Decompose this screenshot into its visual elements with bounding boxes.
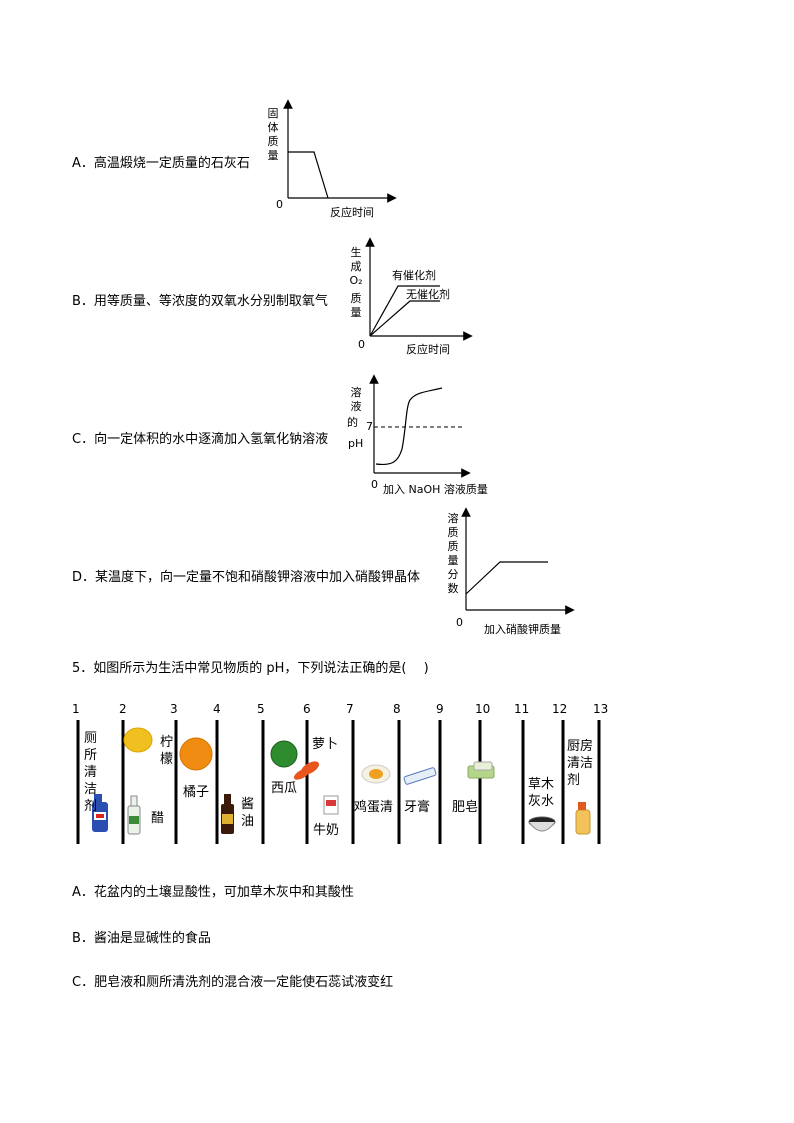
graph-a-y-label: 固体质量 — [267, 107, 279, 162]
option-a-text: A．高温煅烧一定质量的石灰石 — [72, 156, 250, 171]
vinegar-icon — [127, 795, 141, 835]
ph-9: 9 — [436, 702, 444, 716]
graph-a-x-label: 反应时间 — [330, 206, 374, 219]
graph-c — [369, 374, 471, 478]
ph-10: 10 — [475, 702, 491, 716]
graph-b-y-label-2: O₂ — [349, 274, 363, 287]
question-5-text: 5．如图所示为生活中常见物质的 pH，下列说法正确的是( ) — [72, 661, 429, 676]
ash-water-label: 草木灰水 — [528, 777, 555, 809]
toothpaste-label: 牙膏 — [404, 800, 431, 815]
graph-b-line2-label: 无催化剂 — [406, 288, 450, 301]
ash-water-icon — [528, 816, 556, 832]
graph-c-origin: 0 — [371, 478, 378, 491]
ph-5: 5 — [257, 702, 265, 716]
milk-icon — [323, 795, 339, 815]
graph-a-origin: 0 — [276, 198, 283, 211]
graph-d-origin: 0 — [456, 616, 463, 629]
ph-3: 3 — [170, 702, 178, 716]
egg-white-label: 鸡蛋清 — [354, 800, 394, 815]
graph-d — [461, 507, 575, 615]
option-b-text: B．用等质量、等浓度的双氧水分别制取氧气 — [72, 294, 328, 309]
toilet-cleaner-label: 厕所清洁剂 — [84, 731, 98, 814]
option-d-text: D．某温度下，向一定量不饱和硝酸钾溶液中加入硝酸钾晶体 — [72, 570, 421, 585]
graph-b-line-no-catalyst — [369, 300, 440, 337]
graph-b-line-catalyst — [369, 285, 440, 337]
toilet-cleaner-icon — [92, 794, 108, 832]
ph-7: 7 — [346, 702, 354, 716]
orange-label: 橘子 — [183, 785, 210, 800]
orange-icon — [179, 737, 213, 771]
ph-6: 6 — [303, 702, 311, 716]
graph-c-y-label-2: 的 — [347, 416, 358, 429]
ph-11: 11 — [514, 702, 530, 716]
graph-b-y-label-1: 生成 — [350, 246, 362, 273]
graph-b-origin: 0 — [358, 338, 365, 351]
watermelon-icon — [270, 740, 298, 768]
kitchen-cleaner-icon — [575, 802, 591, 835]
ph-4: 4 — [213, 702, 221, 716]
lemon-icon — [123, 727, 153, 753]
graph-d-curve — [465, 561, 548, 595]
graph-b-line1-label: 有催化剂 — [392, 269, 436, 282]
graph-d-x-label: 加入硝酸钾质量 — [484, 623, 561, 636]
milk-label: 牛奶 — [313, 823, 340, 838]
ph-2: 2 — [119, 702, 127, 716]
ph-12: 12 — [552, 702, 568, 716]
kitchen-cleaner-label: 厨房清洁剂 — [567, 739, 594, 788]
graph-b-y-label-3: 质量 — [350, 292, 362, 319]
ph-13: 13 — [593, 702, 609, 716]
carrot-icon — [293, 761, 320, 780]
carrot-label: 萝卜 — [312, 737, 339, 752]
soap-label: 肥皂 — [452, 800, 479, 815]
answer-c-text: C．肥皂液和厕所清洗剂的混合液一定能使石蕊试液变红 — [72, 975, 394, 990]
answer-a-text: A．花盆内的土壤显酸性，可加草木灰中和其酸性 — [72, 885, 354, 900]
graph-b-x-label: 反应时间 — [406, 343, 450, 356]
option-c-text: C．向一定体积的水中逐滴加入氢氧化钠溶液 — [72, 432, 329, 447]
graph-c-y-label-3: pH — [348, 437, 364, 450]
lemon-label: 柠檬 — [160, 735, 174, 767]
graph-c-curve — [375, 387, 443, 466]
graph-b — [365, 237, 473, 341]
watermelon-label: 西瓜 — [271, 781, 298, 796]
graph-a-curve — [288, 151, 329, 199]
graph-a — [283, 99, 397, 203]
graph-d-y-label: 溶质质量分数 — [447, 512, 459, 595]
soy-sauce-icon — [221, 794, 234, 834]
ph-8: 8 — [393, 702, 401, 716]
ph-chart-dividers — [76, 720, 601, 844]
graph-c-y-label-1: 溶液 — [350, 386, 362, 413]
toothpaste-icon — [403, 767, 437, 785]
vinegar-label: 醋 — [151, 811, 165, 826]
soy-sauce-label: 酱油 — [241, 797, 255, 829]
graph-c-tick-7: 7 — [366, 420, 373, 433]
answer-b-text: B．酱油是显碱性的食品 — [72, 931, 211, 946]
soap-icon — [467, 761, 495, 779]
ph-1: 1 — [72, 702, 80, 716]
graph-c-x-label: 加入 NaOH 溶液质量 — [383, 483, 488, 496]
